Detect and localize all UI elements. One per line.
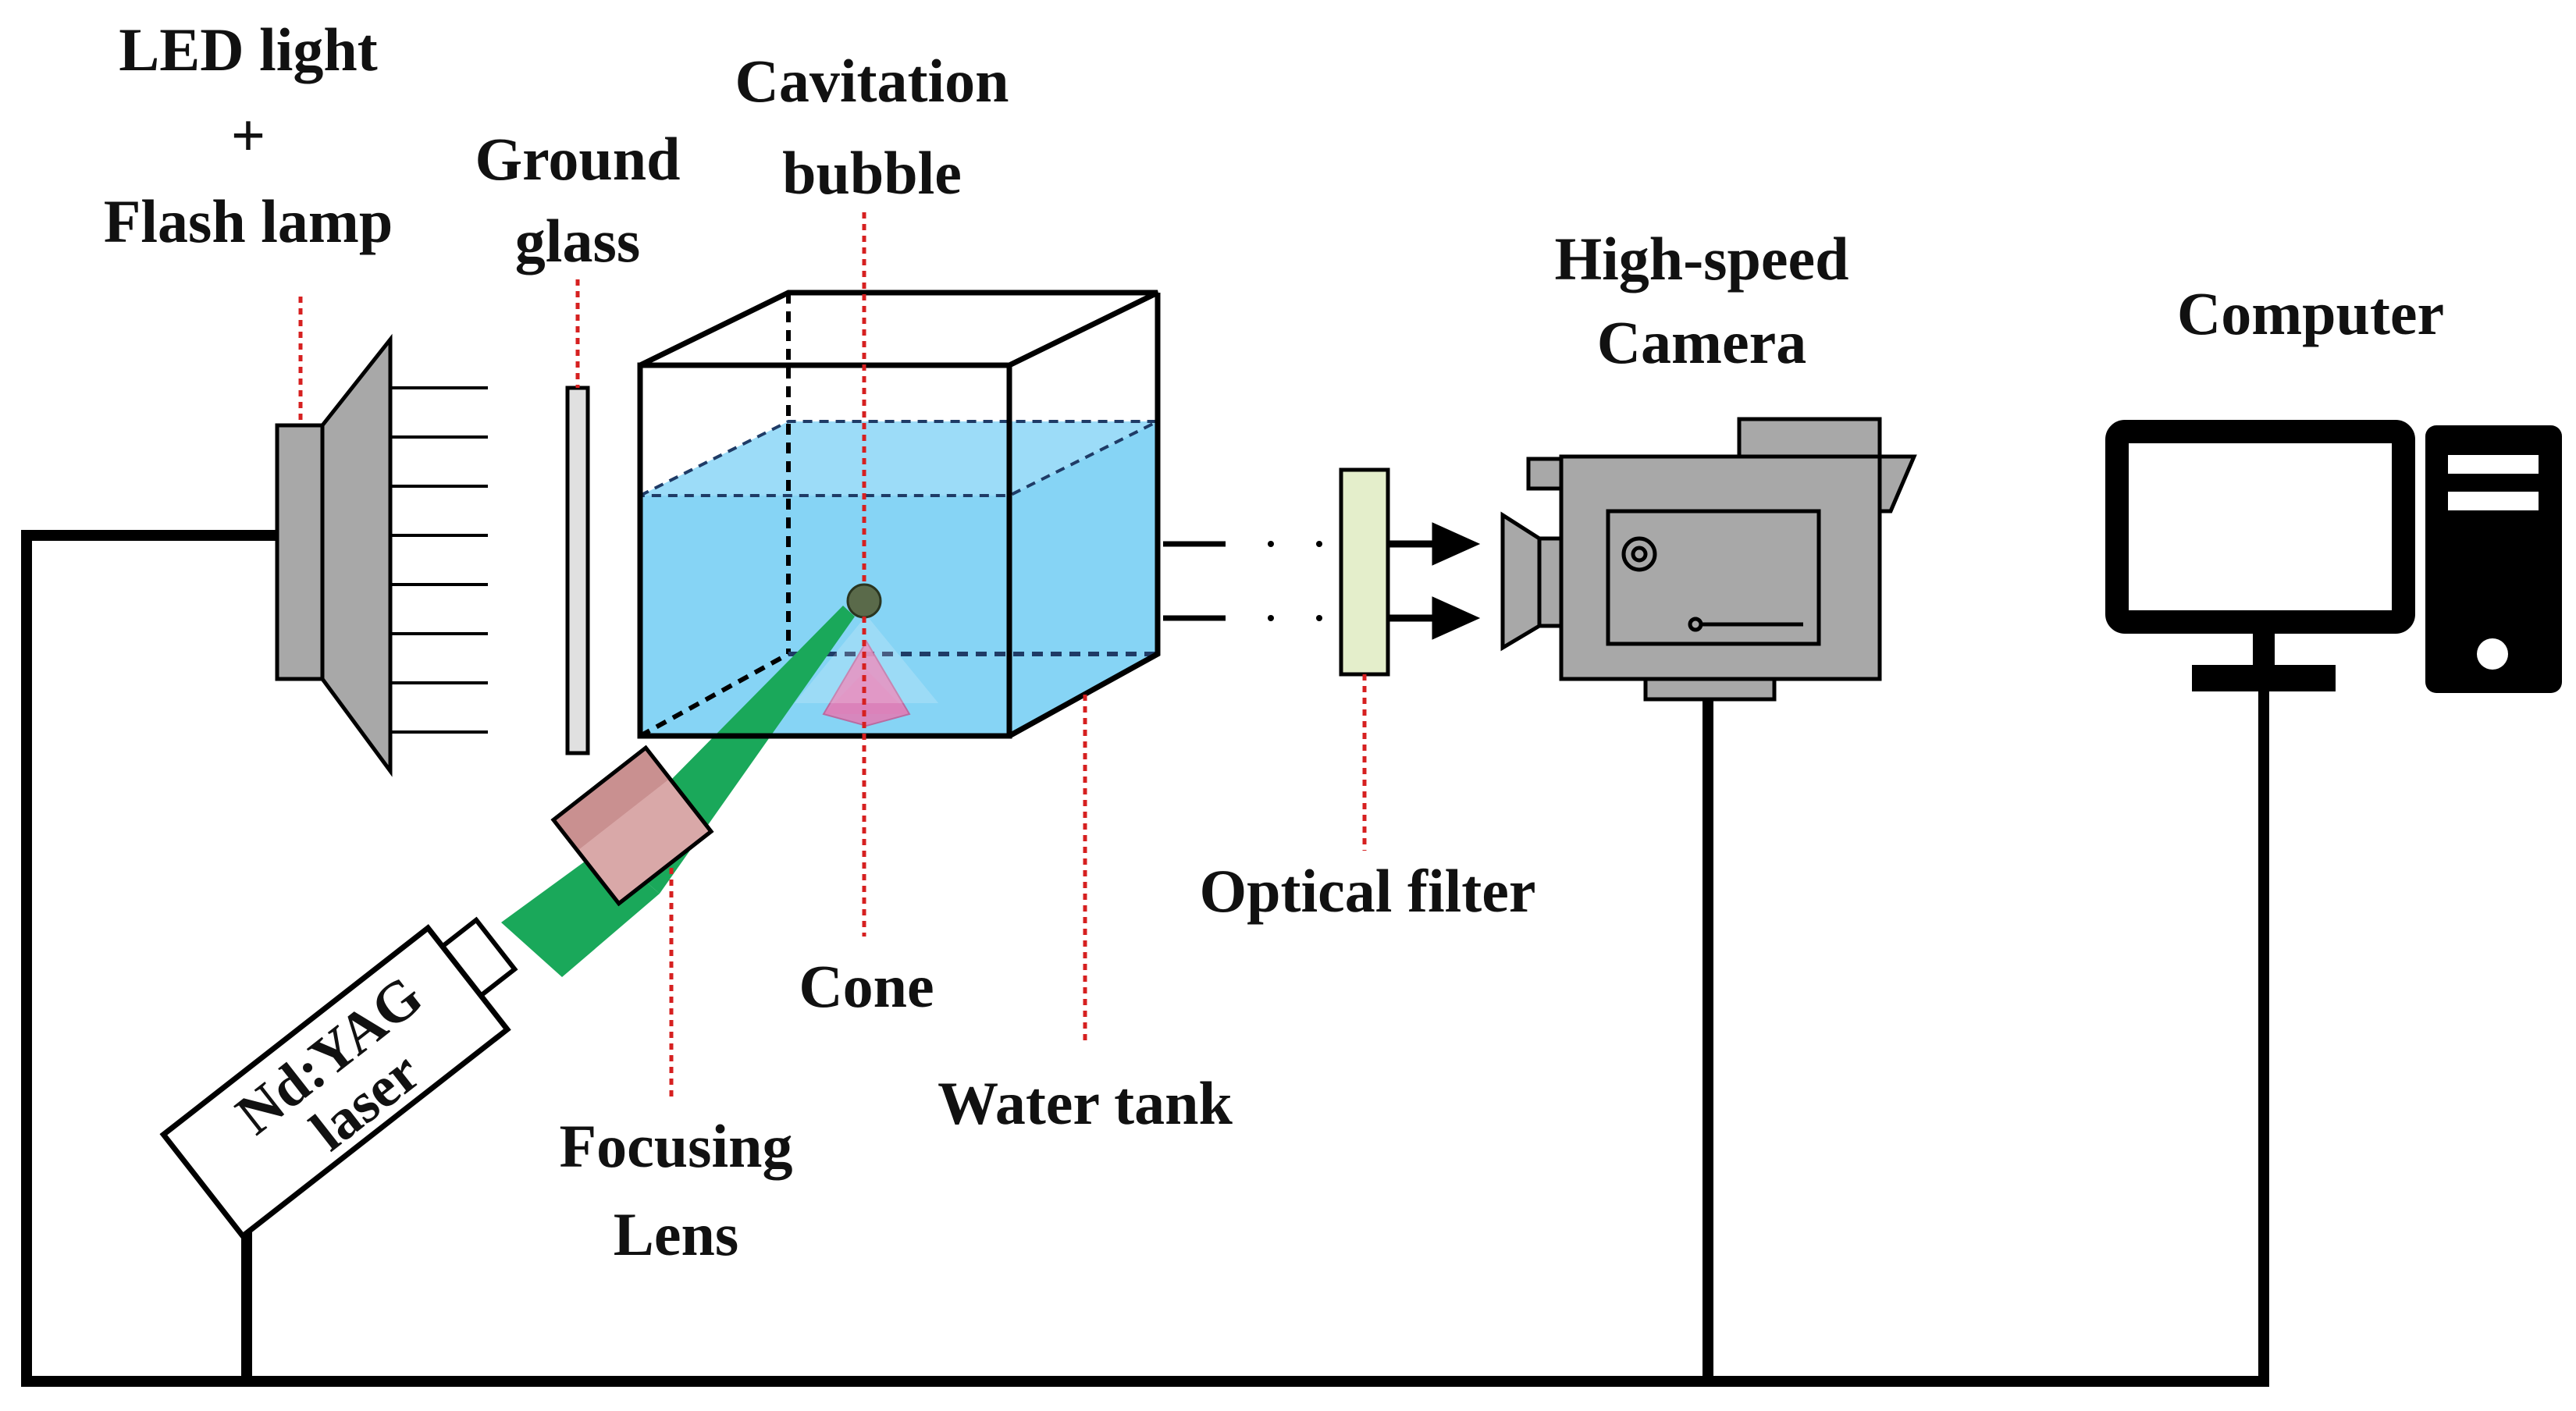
cone-label: Cone [799,952,934,1020]
camera-label-1: High-speed [1554,225,1848,293]
cavitation-bubble [846,583,882,619]
leader-lines [298,212,1367,1100]
light-rays [390,386,488,734]
computer [2105,420,2562,693]
labels: LED light + Flash lamp Ground glass Cavi… [104,16,2444,1268]
water-top [640,421,1158,496]
nd-yag-laser: Nd:YAG laser [159,916,518,1240]
camera-top-left [1526,457,1564,491]
ground-glass-label-1: Ground [475,125,680,193]
high-speed-camera [1500,417,1917,702]
lamp-reflector [320,333,393,777]
monitor-stand [2192,665,2336,691]
optical-filter [1339,467,1390,677]
tank-hidden-edges [639,293,791,738]
monitor [2105,420,2415,634]
pc-drive-2 [2448,492,2539,510]
cavitation-label-2: bubble [782,139,962,207]
camera-label-2: Camera [1597,308,1807,376]
led-label-3: Flash lamp [104,187,393,255]
focusing-label-2: Lens [614,1200,738,1268]
ground-glass [565,386,590,755]
camera-viewfinder [1877,454,1917,514]
monitor-neck [2253,632,2275,667]
lamp-body [275,423,325,681]
optical-path [1163,541,1322,621]
cone [794,615,939,727]
ground-glass-label-2: glass [515,207,640,275]
cable-lamp-to-bottom [21,530,2269,1387]
camera-panel [1606,509,1821,646]
water-tank-label: Water tank [938,1069,1233,1137]
led-label-1: LED light [119,16,378,84]
laser-body [159,924,511,1240]
led-flash-lamp [275,333,488,777]
optical-filter-label: Optical filter [1199,857,1535,925]
arrows-to-camera [1388,522,1481,640]
water-right [1009,421,1158,736]
computer-label: Computer [2177,279,2444,347]
water-surface-outline [639,420,1158,497]
cavitation-label-1: Cavitation [735,47,1009,115]
pc-drive-1 [2448,455,2539,474]
camera-base [1643,677,1777,702]
tank-edges [637,290,1161,739]
led-label-2: + [231,101,265,169]
focusing-label-1: Focusing [559,1112,792,1180]
water-front [640,496,1009,736]
camera-lens-cone [1500,511,1542,652]
focusing-lens [550,745,714,907]
pc-power-button [2477,638,2508,670]
